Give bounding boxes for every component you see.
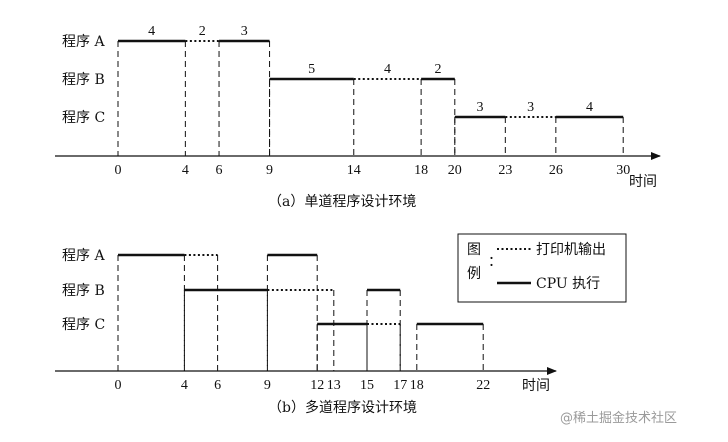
legend-title-colon: ： <box>488 254 502 270</box>
segment-duration-label: 3 <box>241 24 248 39</box>
diagram-caption: （b）多道程序设计环境 <box>268 399 417 416</box>
axis-time-label: 时间 <box>522 378 550 394</box>
row-label: 程序 C <box>62 317 105 333</box>
tick-label: 4 <box>181 378 188 393</box>
tick-label: 23 <box>498 163 512 178</box>
segment-duration-label: 2 <box>434 62 441 77</box>
tick-label: 0 <box>115 163 122 178</box>
segment-duration-label: 4 <box>586 100 593 115</box>
tick-label: 14 <box>347 163 361 178</box>
tick-label: 17 <box>393 378 407 393</box>
tick-label: 9 <box>266 163 273 178</box>
segment-duration-label: 3 <box>477 100 484 115</box>
legend-box <box>457 233 627 303</box>
row-label: 程序 A <box>62 248 105 264</box>
tick-label: 20 <box>448 163 462 178</box>
tick-label: 26 <box>549 163 563 178</box>
row-label: 程序 B <box>62 283 105 299</box>
legend: 图 例 ： 打印机输出 CPU 执行 <box>457 233 627 303</box>
watermark: @稀土掘金技术社区 <box>560 410 677 426</box>
tick-label: 6 <box>216 163 223 178</box>
tick-label: 30 <box>616 163 630 178</box>
tick-label: 12 <box>310 378 324 393</box>
tick-label: 18 <box>410 378 424 393</box>
legend-title-part1: 图 <box>467 242 481 258</box>
segment-duration-label: 4 <box>384 62 391 77</box>
legend-print-label: 打印机输出 <box>536 241 606 258</box>
legend-title-part2: 例 <box>467 266 481 282</box>
tick-label: 6 <box>214 378 221 393</box>
tick-label: 22 <box>476 378 490 393</box>
tick-label: 9 <box>264 378 271 393</box>
diagram-caption: （a）单道程序设计环境 <box>268 194 416 210</box>
tick-label: 13 <box>327 378 341 393</box>
segment-duration-label: 2 <box>199 24 206 39</box>
tick-label: 18 <box>414 163 428 178</box>
legend-cpu-label: CPU 执行 <box>536 276 600 292</box>
row-label: 程序 B <box>62 72 105 88</box>
tick-label: 0 <box>115 378 122 393</box>
segment-duration-label: 5 <box>308 62 315 77</box>
segment-duration-label: 3 <box>527 100 534 115</box>
row-label: 程序 C <box>62 110 105 126</box>
tick-label: 4 <box>182 163 189 178</box>
row-label: 程序 A <box>62 34 105 50</box>
tick-label: 15 <box>360 378 374 393</box>
segment-duration-label: 4 <box>148 24 155 39</box>
axis-time-label: 时间 <box>629 174 657 190</box>
